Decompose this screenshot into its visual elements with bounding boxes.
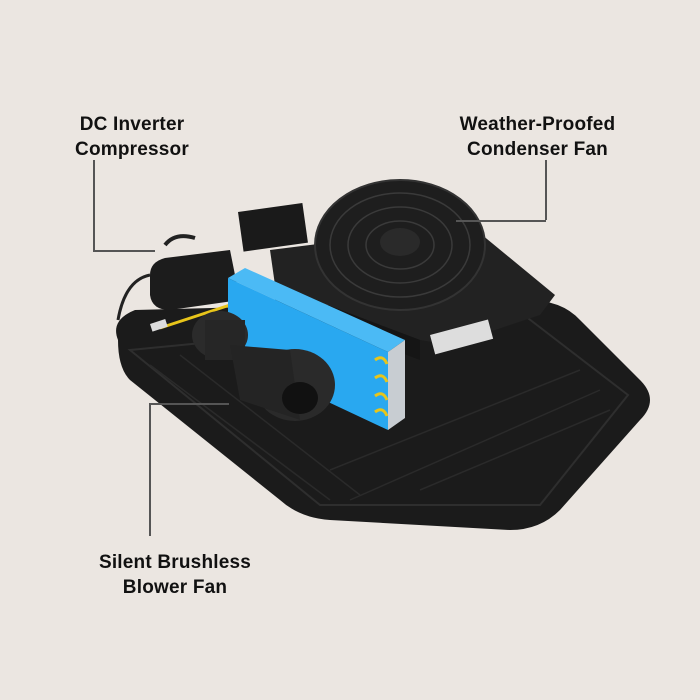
condenser-fan-label-line1: Weather-Proofed <box>459 114 616 135</box>
blower-leader-vertical <box>149 403 151 536</box>
condenser-leader-horizontal <box>456 220 546 222</box>
compressor-label: DC Inverter Compressor <box>52 112 212 162</box>
blower-fan-label-line1: Silent Brushless <box>98 552 252 573</box>
compressor-leader-vertical <box>93 160 95 250</box>
condenser-fan-label: Weather-Proofed Condenser Fan <box>430 112 645 162</box>
evaporator <box>228 268 405 352</box>
compressor <box>150 250 240 310</box>
condenser-leader-vertical <box>545 160 547 220</box>
compressor-label-line2: Compressor <box>75 139 189 160</box>
condenser-fan-label-line2: Condenser Fan <box>467 139 608 160</box>
blower-leader-horizontal <box>149 403 229 405</box>
blower-fan-label: Silent Brushless Blower Fan <box>80 550 270 600</box>
compressor-label-line1: DC Inverter <box>79 114 185 135</box>
compressor-leader-horizontal <box>93 250 155 252</box>
blower-fan-label-line2: Blower Fan <box>122 577 228 598</box>
